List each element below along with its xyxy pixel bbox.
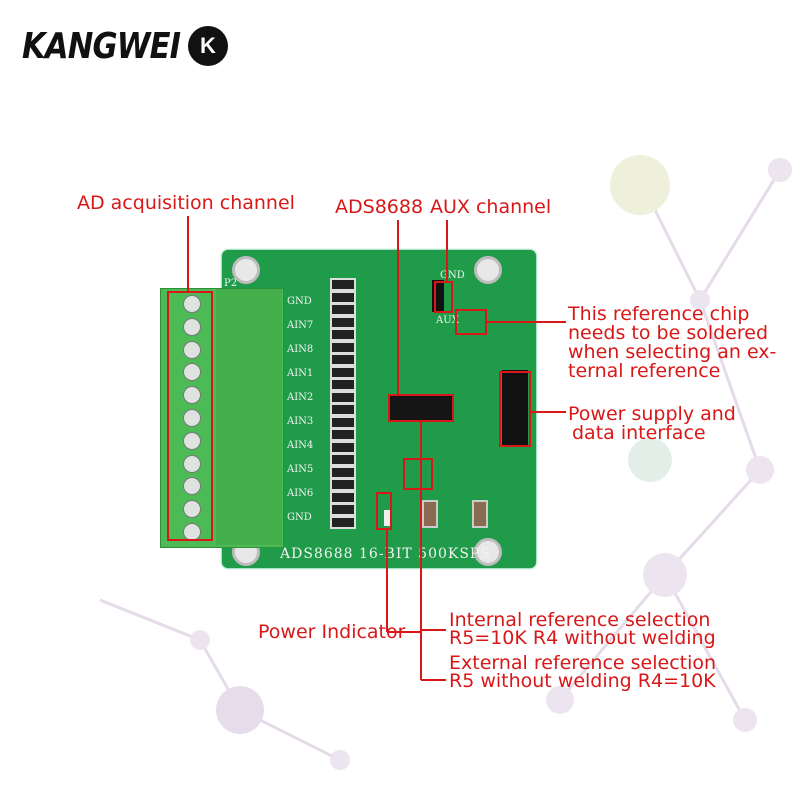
resistor <box>330 515 356 529</box>
silk-channel-label: AIN7 <box>287 320 314 331</box>
silk-channel-label: AIN5 <box>287 464 314 475</box>
silk-channel-label: GND <box>287 296 312 307</box>
terminal-screw <box>183 317 201 336</box>
resistor <box>330 440 356 454</box>
brand-logo: KANGWEI <box>22 26 181 67</box>
resistor <box>330 365 356 379</box>
resistor <box>330 290 356 304</box>
terminal-screw <box>183 477 201 496</box>
label-ads8688: ADS8688 <box>335 196 424 218</box>
terminal-block <box>160 288 284 548</box>
label-power-interface-1: Power supply and <box>568 403 736 425</box>
silk-aux: AUX <box>436 315 459 326</box>
silk-channel-label: GND <box>287 512 312 523</box>
resistor <box>330 353 356 366</box>
silk-channel-label: AIN6 <box>287 488 314 499</box>
mount-hole <box>474 256 502 284</box>
label-internal-ref-1: Internal reference selection <box>449 609 711 631</box>
terminal-screw <box>183 500 201 519</box>
resistor <box>330 303 356 316</box>
silk-channel-label: AIN8 <box>287 344 314 355</box>
resistor <box>330 415 356 429</box>
resistor <box>330 428 356 441</box>
resistor <box>330 390 356 404</box>
resistor <box>330 403 356 416</box>
ads8688-chip <box>390 396 452 420</box>
capacitor-c2 <box>422 500 438 528</box>
power-led <box>384 510 392 526</box>
terminal-screw <box>183 363 201 382</box>
brand-logo-badge-icon: K <box>188 26 228 66</box>
silk-gnd: GND <box>440 270 465 281</box>
label-ref-chip-4: ternal reference <box>568 360 721 382</box>
mount-hole <box>474 538 502 566</box>
label-internal-ref-2: R5=10K R4 without welding <box>449 627 716 649</box>
silk-channel-label: AIN2 <box>287 392 314 403</box>
label-ref-chip-3: when selecting an ex- <box>568 341 777 363</box>
resistor <box>330 478 356 491</box>
label-aux-channel: AUX channel <box>430 196 552 218</box>
silk-channel-label: AIN1 <box>287 368 314 379</box>
label-power-indicator: Power Indicator <box>258 621 406 643</box>
silk-board-title: ADS8688 16-BIT 500KSPS <box>280 546 491 562</box>
resistor <box>330 490 356 504</box>
label-ref-chip-1: This reference chip <box>568 303 750 325</box>
capacitor-c1 <box>472 500 488 528</box>
terminal-body <box>216 289 282 545</box>
terminal-screw <box>183 454 201 473</box>
label-ad-acquisition-channel: AD acquisition channel <box>77 192 295 214</box>
terminal-screw <box>183 409 201 427</box>
label-ref-chip-2: needs to be soldered <box>568 322 769 344</box>
label-external-ref-2: R5 without welding R4=10K <box>449 670 716 692</box>
resistor <box>330 465 356 479</box>
resistor <box>330 328 356 341</box>
label-power-interface-2: data interface <box>572 422 706 444</box>
terminal-screw <box>183 431 201 450</box>
label-external-ref-1: External reference selection <box>449 652 717 674</box>
silk-p2: P2 <box>224 278 238 289</box>
resistor <box>330 315 356 329</box>
resistor <box>330 278 356 291</box>
terminal-screw <box>183 386 201 405</box>
silk-channel-label: AIN3 <box>287 416 314 427</box>
resistor <box>330 503 356 516</box>
resistor <box>330 453 356 466</box>
resistor <box>330 340 356 354</box>
silk-channel-label: AIN4 <box>287 440 314 451</box>
mount-hole <box>232 256 260 284</box>
terminal-screw <box>183 295 201 313</box>
terminal-screw <box>183 340 201 359</box>
resistor <box>330 378 356 391</box>
power-data-header <box>502 370 528 446</box>
